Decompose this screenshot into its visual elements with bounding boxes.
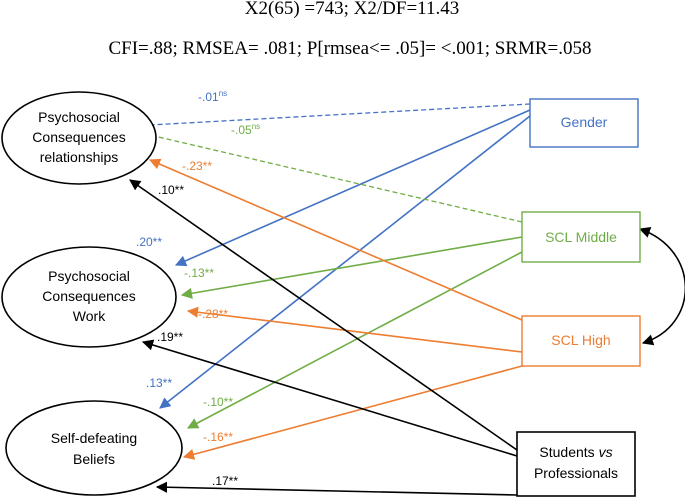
path-students-relationships (129, 179, 518, 451)
node-students-line-2: Professionals (534, 465, 618, 481)
node-pc-relationships: Psychosocial Consequences relationships (1, 91, 157, 185)
covariance-arc (638, 227, 685, 346)
node-pc-work-line-1: Psychosocial (48, 268, 130, 284)
path-gender-relationships (149, 103, 531, 126)
fit-stats-line-2: CFI=.88; RMSEA= .081; P[rmsea<= .05]= <.… (108, 38, 591, 59)
fit-stats-line-1: X2(65) =743; X2/DF=11.43 (245, 0, 459, 19)
coef-students-relationships: .10** (158, 183, 184, 197)
coef-middle-work: -.13** (184, 266, 214, 280)
node-scl-middle: SCL Middle (521, 211, 641, 263)
node-self-defeating-line-2: Beliefs (73, 451, 115, 467)
node-gender-label: Gender (561, 114, 608, 130)
path-students-self (155, 481, 518, 496)
coef-high-relationships: -.23** (182, 159, 212, 173)
coef-middle-self: -.10** (203, 395, 233, 409)
coef-high-self: -.16** (203, 430, 233, 444)
coef-middle-relationships: -.05ns (231, 122, 260, 137)
node-pc-work-line-2: Consequences (42, 288, 135, 304)
coef-gender-relationships: -.01ns (198, 89, 227, 104)
node-students-line-1: Students vs (539, 444, 612, 460)
node-scl-high-label: SCL High (551, 332, 610, 348)
path-high-relationships (148, 158, 523, 321)
node-scl-middle-label: SCL Middle (545, 229, 617, 245)
node-self-defeating-line-1: Self-defeating (51, 430, 137, 446)
path-middle-self (187, 251, 523, 429)
coef-gender-self: .13** (146, 376, 172, 390)
node-pc-relationships-line-3: relationships (40, 149, 119, 165)
path-students-work (141, 339, 518, 457)
coef-students-work: .19** (157, 330, 183, 344)
node-gender: Gender (529, 98, 639, 148)
node-scl-high: SCL High (521, 315, 641, 367)
node-students-professionals: Students vs Professionals (516, 431, 636, 497)
node-pc-work-line-3: Work (73, 308, 106, 324)
node-pc-relationships-line-1: Psychosocial (38, 109, 120, 125)
node-self-defeating: Self-defeating Beliefs (5, 400, 183, 496)
coef-gender-work: .20** (136, 235, 162, 249)
path-gender-work (174, 109, 531, 267)
path-middle-work (180, 236, 523, 299)
coef-high-work: -.28** (198, 307, 228, 321)
node-pc-relationships-line-2: Consequences (32, 129, 125, 145)
path-high-work (186, 306, 523, 353)
path-middle-relationships (149, 134, 523, 223)
coef-students-self: .17** (212, 474, 238, 488)
path-high-self (182, 365, 523, 460)
node-pc-work: Psychosocial Consequences Work (1, 246, 177, 348)
path-gender-self (159, 115, 531, 409)
